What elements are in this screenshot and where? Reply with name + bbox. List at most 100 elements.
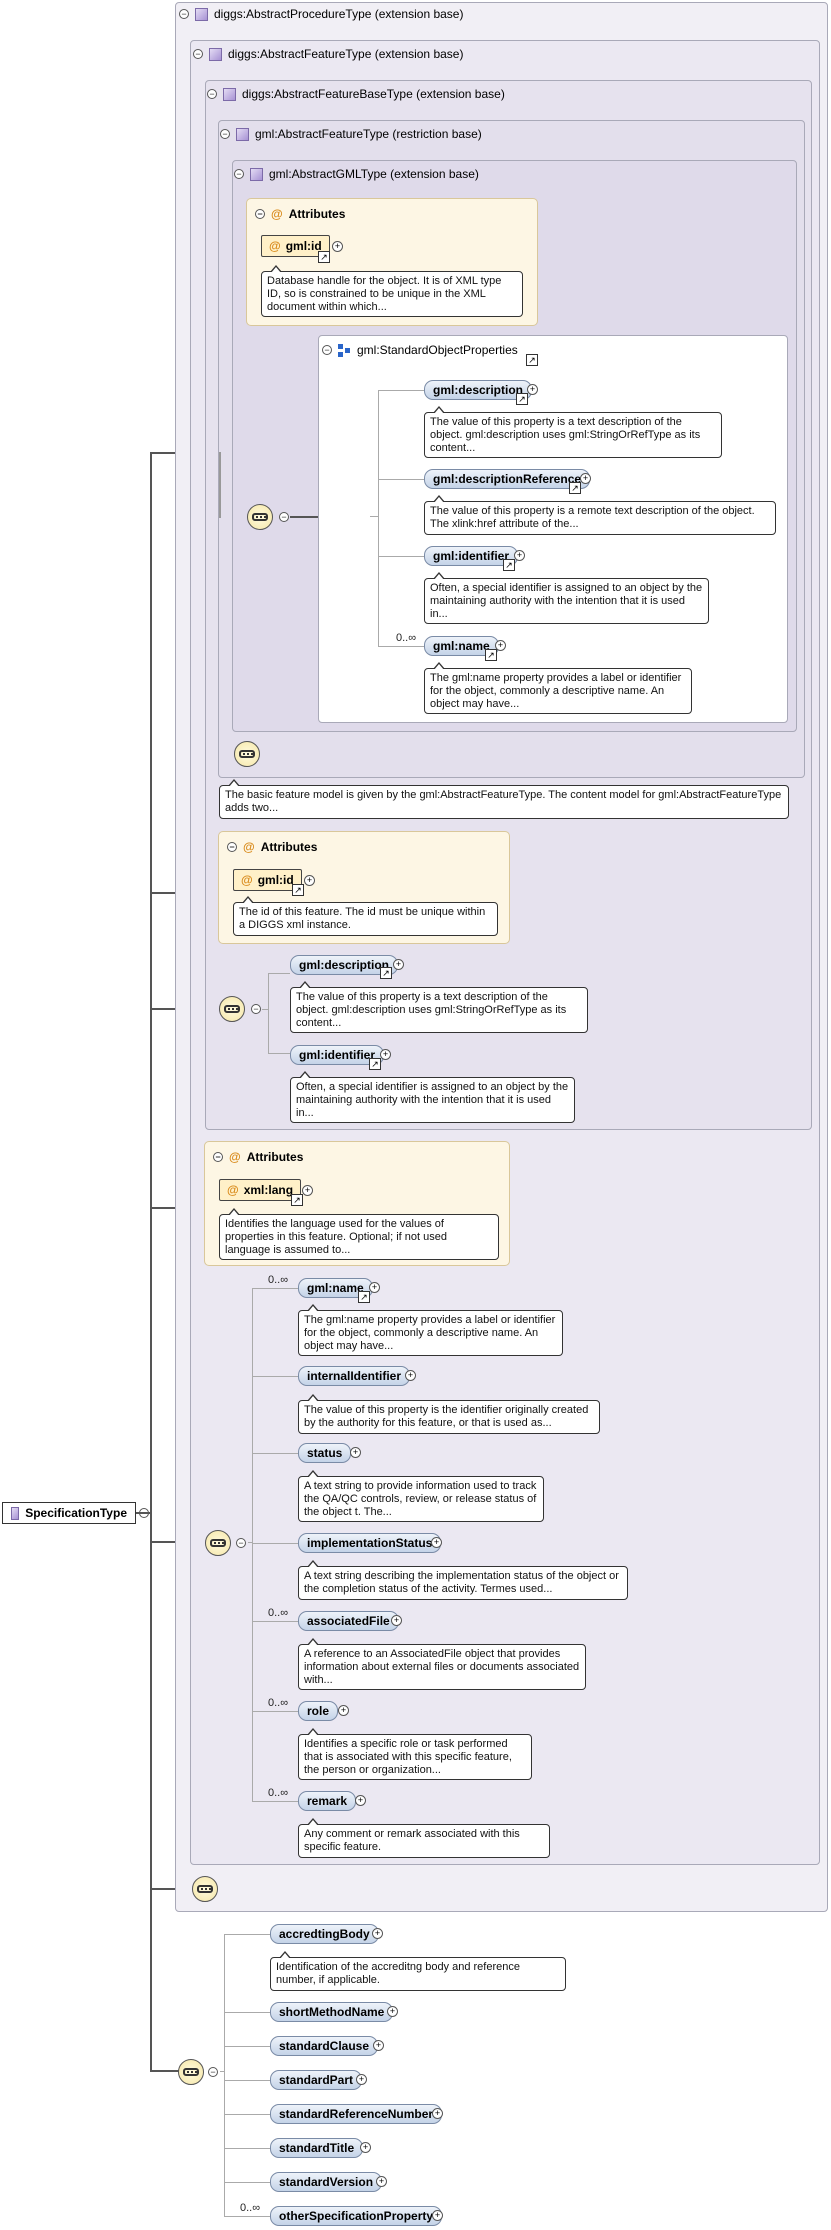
sequence-icon[interactable] (234, 741, 260, 767)
connector-line (150, 452, 152, 2072)
collapse-toggle[interactable]: − (251, 1004, 261, 1014)
element-gml-identifier[interactable]: gml:identifier (424, 546, 519, 566)
element-gml-description-reference[interactable]: gml:descriptionReference (424, 469, 591, 489)
attribute-icon: @ (269, 239, 281, 253)
link-arrow-icon[interactable]: ↗ (358, 1291, 370, 1303)
collapse-toggle[interactable]: − (236, 1538, 246, 1548)
collapse-toggle[interactable]: − (213, 1152, 223, 1162)
element-remark[interactable]: remark (298, 1791, 357, 1811)
root-element-specification-type[interactable]: SpecificationType (2, 1502, 136, 1524)
type-header-abstract-feature-base[interactable]: − diggs:AbstractFeatureBaseType (extensi… (207, 87, 505, 101)
collapse-toggle[interactable]: − (227, 842, 237, 852)
attribute-gml-id[interactable]: @ gml:id (233, 869, 302, 891)
attributes-header[interactable]: − @ Attributes (255, 207, 345, 221)
link-arrow-icon[interactable]: ↗ (516, 393, 528, 405)
element-associated-file[interactable]: associatedFile (298, 1611, 399, 1631)
collapse-toggle[interactable]: − (179, 9, 189, 19)
sequence-icon[interactable] (247, 504, 273, 530)
element-gml-description[interactable]: gml:description (424, 380, 533, 400)
element-standard-part[interactable]: standardPart (270, 2070, 363, 2090)
documentation-note: Identification of the accreditng body an… (270, 1951, 566, 1991)
element-gml-name[interactable]: gml:name (298, 1278, 373, 1298)
type-header-abstract-feature[interactable]: − diggs:AbstractFeatureType (extension b… (193, 47, 463, 61)
attribute-xml-lang[interactable]: @ xml:lang (219, 1179, 302, 1201)
element-internal-identifier[interactable]: internalIdentifier (298, 1366, 411, 1386)
attributes-header[interactable]: − @ Attributes (213, 1150, 303, 1164)
sequence-icon[interactable] (192, 1876, 218, 1902)
collapse-toggle[interactable]: − (322, 345, 332, 355)
attribute-gml-id[interactable]: @ gml:id (261, 235, 330, 257)
documentation-note: A text string describing the implementat… (298, 1560, 628, 1600)
expand-plus-icon[interactable]: + (380, 1049, 391, 1060)
collapse-toggle[interactable]: − (207, 89, 217, 99)
expand-plus-icon[interactable]: + (304, 875, 315, 886)
expand-plus-icon[interactable]: + (432, 2210, 443, 2221)
link-arrow-icon[interactable]: ↗ (369, 1058, 381, 1070)
expand-plus-icon[interactable]: + (495, 640, 506, 651)
expand-plus-icon[interactable]: + (355, 1795, 366, 1806)
expand-plus-icon[interactable]: + (387, 2006, 398, 2017)
type-title: gml:AbstractFeatureType (restriction bas… (255, 127, 482, 141)
link-arrow-icon[interactable]: ↗ (292, 884, 304, 896)
expand-plus-icon[interactable]: + (376, 2176, 387, 2187)
connector-line (136, 1512, 152, 1514)
link-arrow-icon[interactable]: ↗ (380, 967, 392, 979)
sequence-icon[interactable] (178, 2059, 204, 2085)
documentation-note: Often, a special identifier is assigned … (290, 1071, 575, 1123)
expand-plus-icon[interactable]: + (432, 2108, 443, 2119)
element-accredting-body[interactable]: accredtingBody (270, 1924, 379, 1944)
expand-plus-icon[interactable]: + (332, 241, 343, 252)
element-short-method-name[interactable]: shortMethodName (270, 2002, 394, 2022)
expand-plus-icon[interactable]: + (350, 1447, 361, 1458)
attributes-header[interactable]: − @ Attributes (227, 840, 317, 854)
expand-plus-icon[interactable]: + (514, 550, 525, 561)
documentation-note: A text string to provide information use… (298, 1470, 544, 1522)
collapse-toggle[interactable]: − (255, 209, 265, 219)
element-role[interactable]: role (298, 1701, 339, 1721)
element-status[interactable]: status (298, 1443, 352, 1463)
type-header-gml-abstract-gml[interactable]: − gml:AbstractGMLType (extension base) (234, 167, 479, 181)
expand-plus-icon[interactable]: + (393, 959, 404, 970)
collapse-toggle[interactable]: − (279, 512, 289, 522)
type-header-abstract-procedure[interactable]: − diggs:AbstractProcedureType (extension… (179, 7, 463, 21)
sequence-icon[interactable] (219, 996, 245, 1022)
expand-plus-icon[interactable]: + (405, 1370, 416, 1381)
group-header-standard-object-properties[interactable]: − gml:StandardObjectProperties (322, 343, 518, 357)
collapse-toggle[interactable]: − (193, 49, 203, 59)
collapse-toggle[interactable]: − (208, 2067, 218, 2077)
expand-plus-icon[interactable]: + (360, 2142, 371, 2153)
link-arrow-icon[interactable]: ↗ (526, 354, 538, 366)
expand-plus-icon[interactable]: + (373, 2040, 384, 2051)
collapse-toggle[interactable]: − (220, 129, 230, 139)
element-standard-title[interactable]: standardTitle (270, 2138, 364, 2158)
link-arrow-icon[interactable]: ↗ (318, 251, 330, 263)
link-arrow-icon[interactable]: ↗ (291, 1194, 303, 1206)
element-other-specification-property[interactable]: otherSpecificationProperty (270, 2206, 443, 2226)
tree-connector (224, 2114, 270, 2115)
link-arrow-icon[interactable]: ↗ (485, 649, 497, 661)
tree-connector (224, 1934, 270, 1935)
type-header-gml-abstract-feature[interactable]: − gml:AbstractFeatureType (restriction b… (220, 127, 482, 141)
expand-plus-icon[interactable]: + (527, 384, 538, 395)
expand-plus-icon[interactable]: + (369, 1282, 380, 1293)
link-arrow-icon[interactable]: ↗ (503, 559, 515, 571)
expand-plus-icon[interactable]: + (580, 473, 591, 484)
expand-plus-icon[interactable]: + (391, 1615, 402, 1626)
expand-plus-icon[interactable]: + (356, 2074, 367, 2085)
sequence-icon[interactable] (205, 1530, 231, 1556)
root-label: SpecificationType (25, 1506, 127, 1520)
collapse-toggle[interactable]: − (234, 169, 244, 179)
expand-plus-icon[interactable]: + (338, 1705, 349, 1716)
element-standard-version[interactable]: standardVersion (270, 2172, 383, 2192)
expand-plus-icon[interactable]: + (372, 1928, 383, 1939)
link-arrow-icon[interactable]: ↗ (569, 482, 581, 494)
expand-plus-icon[interactable]: + (431, 1537, 442, 1548)
element-standard-reference-number[interactable]: standardReferenceNumber (270, 2104, 443, 2124)
expand-plus-icon[interactable]: + (302, 1185, 313, 1196)
group-title: gml:StandardObjectProperties (357, 343, 518, 357)
element-standard-clause[interactable]: standardClause (270, 2036, 379, 2056)
element-implementation-status[interactable]: implementationStatus (298, 1533, 442, 1553)
element-gml-identifier[interactable]: gml:identifier (290, 1045, 385, 1065)
element-gml-name[interactable]: gml:name (424, 636, 499, 656)
element-gml-description[interactable]: gml:description (290, 955, 399, 975)
